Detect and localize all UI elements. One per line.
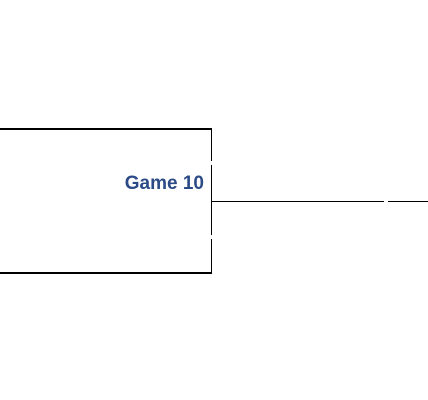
connector-line-gap [384, 199, 388, 203]
bracket-connector-line [212, 200, 428, 202]
bracket-line-gap [209, 235, 214, 239]
bracket-line-gap [209, 161, 214, 165]
bracket-bottom-line [0, 272, 212, 274]
bracket-right-line [210, 128, 212, 274]
game-label: Game 10 [124, 173, 204, 194]
bracket-top-line [0, 128, 212, 130]
